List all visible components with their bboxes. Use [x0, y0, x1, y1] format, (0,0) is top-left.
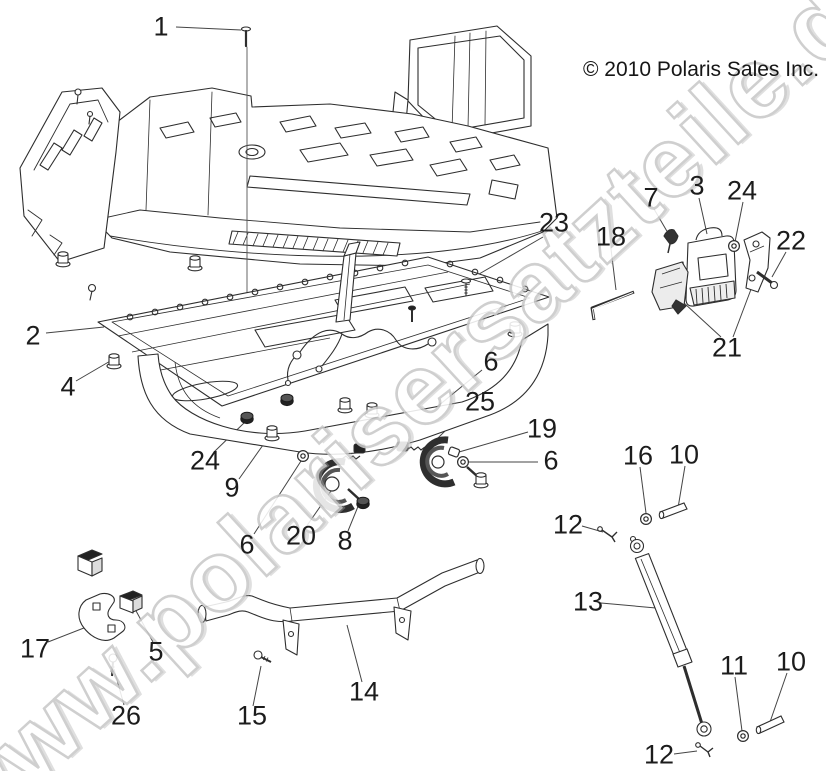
- saddle-clamp-17: [78, 592, 126, 641]
- module-cluster: [590, 227, 779, 321]
- callout-20: 20: [285, 520, 317, 551]
- callout-3: 3: [689, 170, 705, 201]
- callout-10a: 10: [668, 439, 700, 470]
- rubber-clip: [77, 549, 103, 577]
- callout-6a: 6: [483, 346, 499, 377]
- callout-24b: 24: [726, 175, 758, 206]
- tube-bracket-left: [282, 619, 300, 656]
- callout-10b: 10: [775, 646, 807, 677]
- callout-22: 22: [775, 225, 807, 256]
- clip-7: [663, 229, 679, 254]
- wire-harness: [284, 328, 437, 387]
- clevis-pin-upper: [658, 502, 688, 520]
- callout-15: 15: [236, 700, 268, 731]
- gas-strut: [629, 535, 712, 737]
- tube-bracket-right: [393, 606, 412, 641]
- callout-4: 4: [60, 371, 76, 402]
- bumper-tube: [137, 323, 549, 455]
- copyright-text: © 2010 Polaris Sales Inc.: [583, 58, 820, 81]
- callout-1: 1: [153, 11, 169, 42]
- callout-2: 2: [25, 320, 41, 351]
- crossbar-tube: [197, 557, 485, 656]
- bolt-22: [756, 270, 779, 290]
- callout-5: 5: [148, 636, 164, 667]
- callout-23: 23: [538, 207, 570, 238]
- cotter-clip-upper: [597, 526, 618, 543]
- frame-plate: [97, 241, 550, 455]
- screw-26: [108, 653, 118, 677]
- callout-12b: 12: [643, 739, 675, 770]
- bracket-left: [651, 261, 689, 315]
- callout-16: 16: [622, 440, 654, 471]
- callout-14: 14: [348, 676, 380, 707]
- clamp-cluster: [77, 549, 272, 677]
- strut-fasteners: [597, 502, 785, 758]
- clip-5: [119, 590, 143, 614]
- latch-right: [396, 436, 489, 489]
- clevis-pin-lower: [755, 715, 785, 735]
- fender-panel: [19, 87, 121, 263]
- control-module-3: [676, 227, 737, 307]
- callout-11: 11: [719, 650, 749, 681]
- body-panel: [19, 25, 558, 317]
- callout-12a: 12: [552, 509, 584, 540]
- callout-9: 9: [224, 472, 240, 503]
- screw-15: [253, 650, 272, 663]
- callout-7: 7: [643, 182, 659, 213]
- cotter-clip-lower: [695, 742, 714, 758]
- bent-rod-18: [590, 290, 635, 321]
- callout-6b: 6: [543, 445, 559, 476]
- callout-26: 26: [110, 700, 142, 731]
- strap: [335, 241, 361, 323]
- latch-left: [297, 443, 370, 514]
- callout-8: 8: [337, 525, 353, 556]
- callout-17: 17: [19, 633, 51, 664]
- callout-25: 25: [464, 386, 496, 417]
- callout-6c: 6: [239, 529, 255, 560]
- callout-19: 19: [526, 413, 558, 444]
- bracket-right: [743, 231, 771, 293]
- callout-13: 13: [572, 586, 604, 617]
- callout-21: 21: [711, 332, 743, 363]
- callout-18: 18: [595, 221, 627, 252]
- bolt-1: [240, 26, 252, 303]
- callout-24a: 24: [189, 445, 221, 476]
